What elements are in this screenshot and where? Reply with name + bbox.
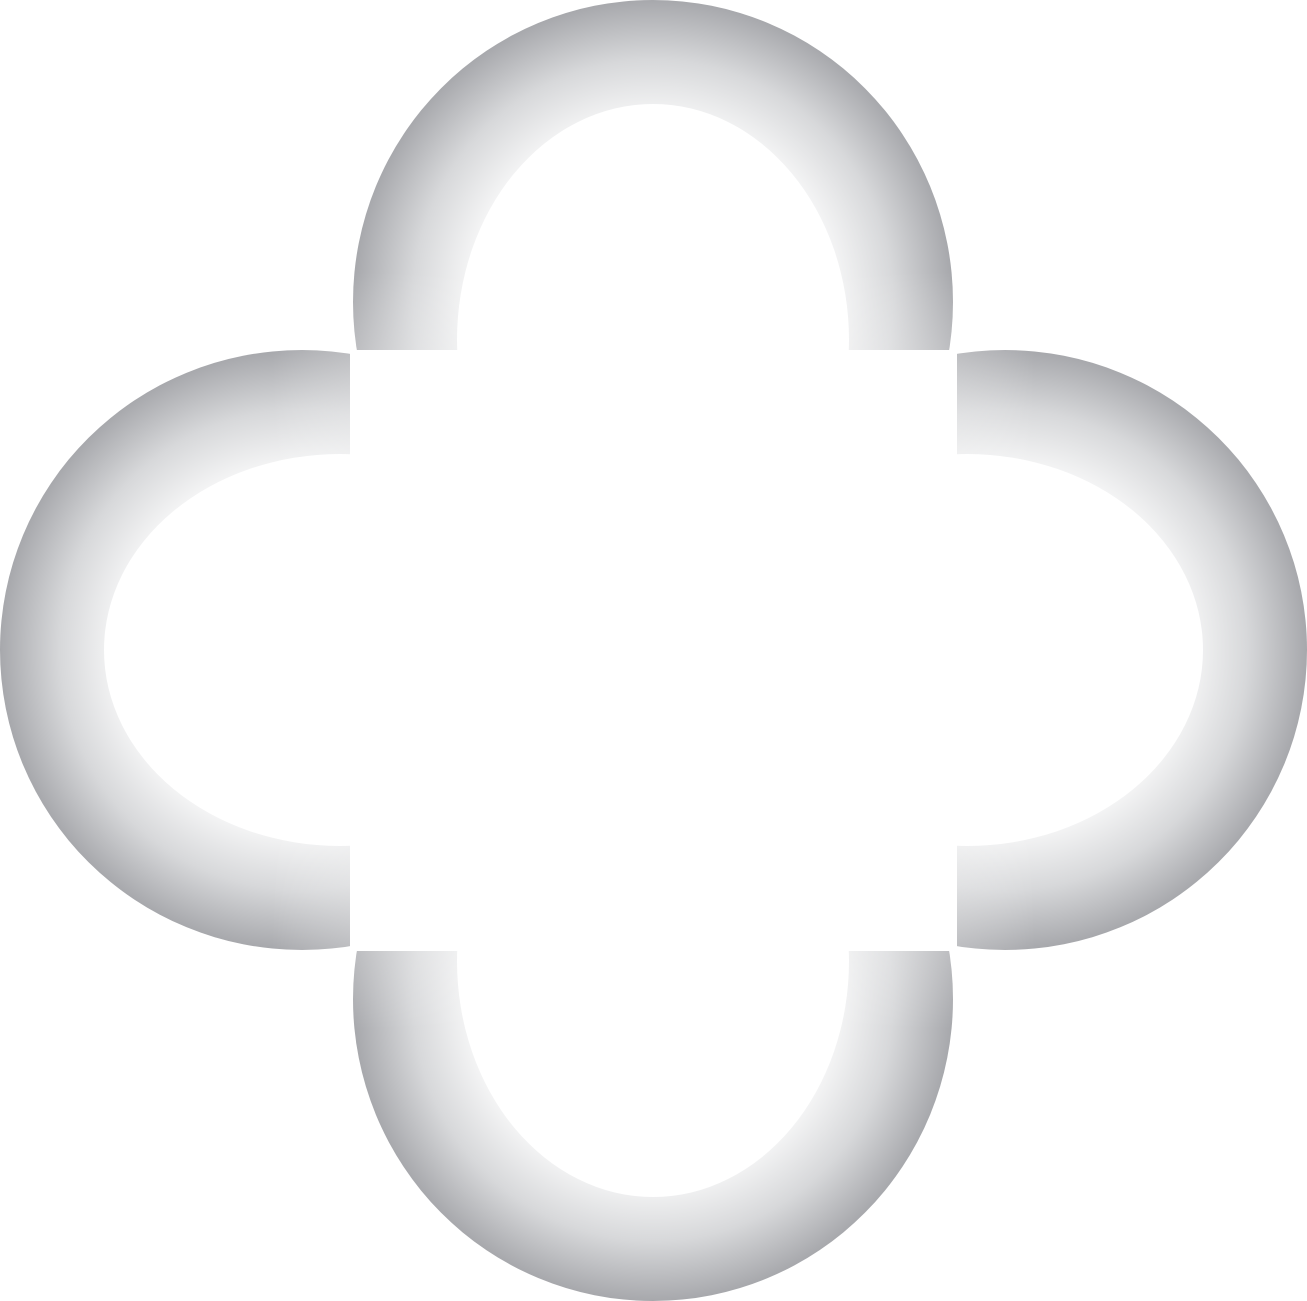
center	[350, 350, 957, 951]
